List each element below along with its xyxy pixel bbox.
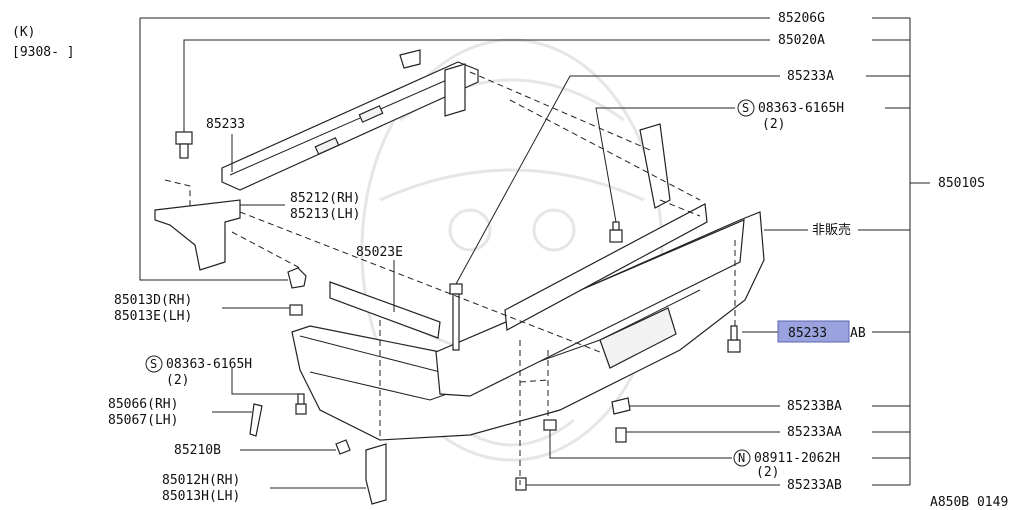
label-08911[interactable]: N 08911-2062H (2) bbox=[733, 449, 840, 480]
long-bolt-icon bbox=[449, 283, 463, 351]
label-85212[interactable]: 85212(RH) bbox=[290, 191, 360, 206]
label-85067[interactable]: 85067(LH) bbox=[108, 413, 178, 428]
n-symbol-icon bbox=[733, 449, 751, 467]
s-symbol-icon bbox=[737, 99, 755, 117]
clip-85233AA-icon bbox=[615, 427, 627, 443]
label-85013D[interactable]: 85013D(RH) bbox=[114, 293, 192, 308]
clip-85206G-icon bbox=[287, 267, 307, 289]
label-85233A[interactable]: 85233A bbox=[787, 69, 834, 84]
clip-85013D-icon bbox=[289, 304, 303, 316]
label-08363-left[interactable]: S 08363-6165H (2) bbox=[145, 355, 252, 388]
stay-bracket bbox=[154, 179, 241, 271]
nut-85210B-icon bbox=[335, 439, 351, 455]
label-85013E[interactable]: 85013E(LH) bbox=[114, 309, 192, 324]
nut-08911-icon bbox=[543, 419, 557, 431]
label-08363-right[interactable]: S 08363-6165H (2) bbox=[737, 99, 844, 132]
date-range: [9308- ] bbox=[12, 45, 75, 60]
garnish-85023E bbox=[329, 281, 441, 339]
label-85023E[interactable]: 85023E bbox=[356, 245, 403, 260]
seal-85066-icon bbox=[249, 403, 263, 437]
label-not-for-sale: 非販売 bbox=[812, 222, 851, 238]
screw-85233AB-right-icon bbox=[727, 325, 741, 353]
svg-text:(2): (2) bbox=[166, 373, 189, 388]
label-85233BA[interactable]: 85233BA bbox=[787, 399, 842, 414]
diagram-code: A850B 0149 bbox=[930, 495, 1008, 510]
bolt-85020A-icon bbox=[175, 131, 193, 159]
highlight-box bbox=[777, 320, 850, 343]
screw-85233AB-bottom-icon bbox=[515, 477, 527, 491]
label-85210B[interactable]: 85210B bbox=[174, 443, 221, 458]
model-code: (K) bbox=[12, 25, 35, 40]
label-85233AB-bottom[interactable]: 85233AB bbox=[787, 478, 842, 493]
svg-text:08363-6165H: 08363-6165H bbox=[758, 101, 844, 116]
label-85206G[interactable]: 85206G bbox=[778, 11, 825, 26]
svg-text:85233: 85233 bbox=[788, 326, 827, 341]
label-85012H[interactable]: 85012H(RH) bbox=[162, 473, 240, 488]
svg-text:(2): (2) bbox=[756, 465, 779, 480]
label-85233AB-highlighted[interactable]: 85233 AB bbox=[777, 320, 866, 343]
label-85233AA[interactable]: 85233AA bbox=[787, 425, 842, 440]
label-85233[interactable]: 85233 bbox=[206, 117, 245, 132]
label-85066[interactable]: 85066(RH) bbox=[108, 397, 178, 412]
label-85010S[interactable]: 85010S bbox=[938, 176, 985, 191]
label-85013H[interactable]: 85013H(LH) bbox=[162, 489, 240, 504]
s-symbol-icon bbox=[145, 355, 163, 373]
bumper-reinforcement bbox=[221, 49, 479, 191]
svg-text:S: S bbox=[150, 357, 157, 371]
bracket-85012H-icon bbox=[365, 443, 387, 505]
label-85213[interactable]: 85213(LH) bbox=[290, 207, 360, 222]
label-85020A[interactable]: 85020A bbox=[778, 33, 825, 48]
clip-85233BA-icon bbox=[611, 397, 631, 415]
svg-text:AB: AB bbox=[850, 326, 866, 341]
svg-text:(2): (2) bbox=[762, 117, 785, 132]
svg-text:S: S bbox=[742, 101, 749, 115]
bumper-cover bbox=[291, 123, 765, 441]
screw-08363-right-icon bbox=[609, 221, 623, 243]
leader-lines bbox=[139, 17, 930, 489]
svg-text:08363-6165H: 08363-6165H bbox=[166, 357, 252, 372]
svg-text:N: N bbox=[738, 451, 745, 465]
svg-text:08911-2062H: 08911-2062H bbox=[754, 451, 840, 466]
